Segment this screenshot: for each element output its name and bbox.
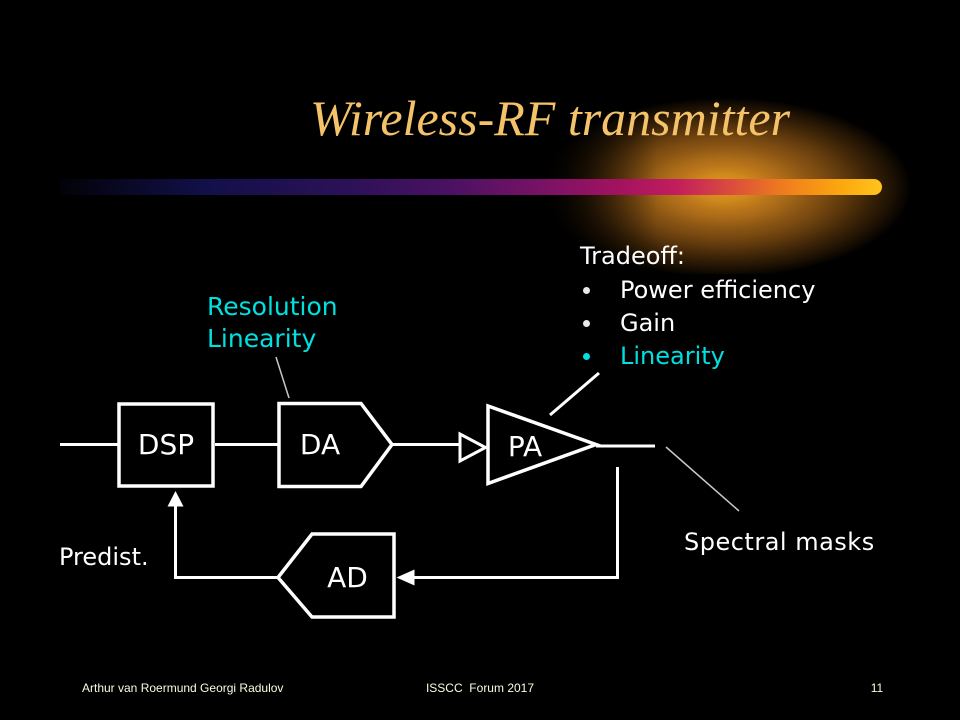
- bullet-dot: [583, 353, 590, 360]
- bullet-label: Linearity: [620, 341, 725, 370]
- bullet-item-gain: Gain: [580, 306, 815, 339]
- tradeoff-heading: Tradeoff:: [580, 242, 686, 270]
- bullet-item-linearity: Linearity: [580, 339, 815, 372]
- pa-label: PA: [507, 430, 543, 463]
- swoosh-gradient-bar: [60, 179, 882, 195]
- resolution-label-line1: Resolution: [207, 292, 338, 321]
- ad-label: AD: [327, 561, 368, 594]
- bullet-dot: [583, 287, 590, 294]
- pointer-line-linearity-to-pa: [549, 371, 600, 417]
- footer-author: Arthur van Roermund Georgi Radulov: [82, 681, 284, 695]
- predist-label: Predist.: [59, 543, 149, 571]
- bullet-label: Gain: [620, 308, 676, 337]
- dsp-label: DSP: [137, 428, 195, 461]
- pointer-line-output-to-spectral: [665, 446, 740, 512]
- bullet-dot: [583, 320, 590, 327]
- da-label: DA: [299, 428, 341, 461]
- footer-page-number: 11: [870, 681, 884, 695]
- dsp-box: [117, 402, 215, 488]
- tradeoff-list: Tradeoff: Power efficiency Gain Linearit…: [580, 240, 815, 372]
- resolution-label-line2: Linearity: [207, 324, 317, 353]
- open-arrowhead: [458, 431, 489, 464]
- arrowhead-into-ad: [396, 569, 415, 586]
- bullet-item-power-efficiency: Power efficiency: [580, 273, 815, 306]
- pa-shape: [486, 403, 602, 486]
- da-shape: [277, 401, 395, 489]
- arrowhead-into-dsp: [167, 491, 184, 507]
- resolution-linearity-label: Resolution Linearity: [207, 291, 338, 355]
- slide-title: Wireless-RF transmitter: [310, 90, 791, 146]
- spectral-masks-label: Spectral masks: [684, 528, 875, 556]
- slide-footer: Arthur van Roermund Georgi Radulov ISSCC…: [0, 681, 960, 701]
- pointer-line-resolution-to-da: [275, 356, 290, 399]
- ad-shape: [275, 532, 396, 619]
- bullet-label: Power efficiency: [620, 275, 816, 304]
- footer-conference: ISSCC Forum 2017: [425, 681, 535, 695]
